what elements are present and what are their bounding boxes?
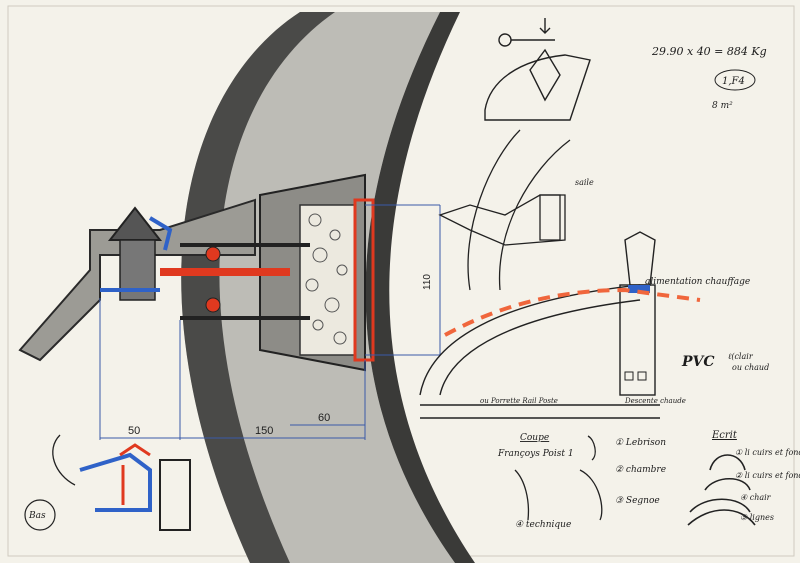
legend-center-title: Coupe — [520, 433, 549, 443]
dimension-lines — [99, 204, 441, 440]
pvc-note-2: ou chaud — [732, 363, 769, 372]
dim-150: 150 — [255, 425, 273, 437]
heating-dash-line — [444, 287, 701, 337]
socket-2 — [637, 371, 647, 381]
legend-center-sketches — [514, 435, 603, 521]
bolt-red-bottom — [205, 297, 221, 313]
legend-right-item-1: ① li cuirs et fonds — [735, 448, 800, 457]
pvc-note-1: ℓ(clair — [728, 352, 754, 361]
seal-blue-main — [628, 285, 650, 293]
ratio-note: 1,F4 — [722, 76, 745, 87]
dim-50: 50 — [128, 425, 140, 437]
legend-center-francais: Françoys Poist 1 — [497, 449, 574, 459]
legend-right-item-4: ⑤ lignes — [740, 513, 774, 522]
alimentation-label: alimentation chauffage — [645, 277, 750, 287]
legend-center-item-1: ① Lebrison — [615, 438, 666, 448]
dim-110: 110 — [422, 274, 433, 290]
bolt-red-top — [205, 246, 221, 262]
socket-1 — [624, 371, 634, 381]
outer-shell-right — [365, 12, 475, 563]
m2-note: 8 m² — [712, 101, 733, 111]
legend-center-item-2: ② chambre — [615, 465, 666, 475]
legend-right-item-2: ② li cuirs et fonds — [735, 471, 800, 480]
dim-60: 60 — [318, 412, 330, 424]
corner-label: Bas — [28, 511, 46, 521]
legend-center-item-4: ④ technique — [515, 520, 571, 530]
pvc-label: PVC — [681, 354, 715, 370]
sketch-middle — [438, 129, 571, 291]
outer-shell-left — [181, 12, 335, 563]
heating-tube-frame — [353, 198, 375, 362]
heating-bar-red — [160, 268, 290, 276]
sketch-top — [484, 18, 591, 121]
legend-right-title: Ecrit — [711, 430, 738, 441]
ruler-label: ou Porrette Rail Poste — [480, 397, 558, 405]
right-label: Descente chaude — [624, 397, 686, 405]
calc-note: 29.90 x 40 = 884 Kg — [651, 45, 767, 58]
legend-right-sketches — [687, 454, 756, 526]
aggregate-pattern — [305, 213, 348, 345]
legend-right-item-3: ④ chair — [740, 493, 772, 502]
legend-center-item-3: ③ Segnoe — [615, 496, 660, 506]
ratio-circle — [714, 69, 756, 91]
mid-label: saile — [575, 178, 594, 187]
flange-left — [18, 198, 256, 362]
seal-blue-top — [148, 216, 173, 251]
corner-circle — [24, 499, 56, 531]
colored-sketch — [52, 434, 191, 531]
